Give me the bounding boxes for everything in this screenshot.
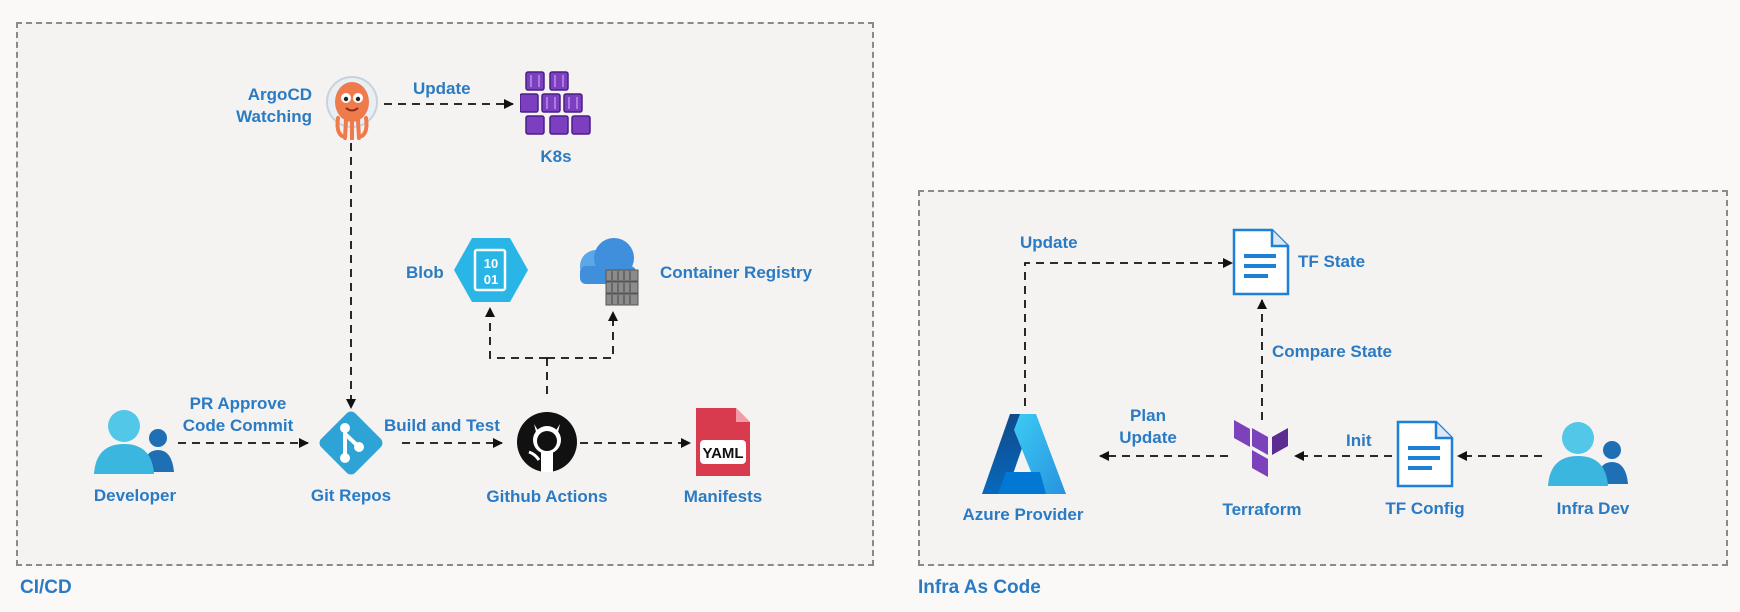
edge-actions-registry — [547, 311, 618, 359]
init-label: Init — [1346, 431, 1372, 450]
tf-config-file-icon — [1396, 420, 1454, 488]
github-icon — [517, 412, 577, 472]
azure-provider-label: Azure Provider — [962, 505, 1084, 524]
tf-state-label: TF State — [1298, 252, 1366, 271]
iac-update-label: Update — [1020, 233, 1078, 252]
git-repos-icon — [319, 411, 383, 475]
svg-text:01: 01 — [484, 272, 498, 287]
argocd-icon — [326, 76, 378, 140]
developer-label: Developer — [93, 486, 177, 505]
manifests-label: Manifests — [683, 487, 763, 506]
k8s-icon — [520, 71, 591, 135]
iac-group-title: Infra As Code — [918, 577, 1041, 598]
edge-azure-tfstate — [1024, 258, 1233, 406]
iac-group — [918, 190, 1728, 566]
compare-state-label: Compare State — [1272, 342, 1392, 361]
tf-config-label: TF Config — [1385, 499, 1465, 518]
container-registry-label: Container Registry — [660, 263, 813, 282]
terraform-icon — [1234, 420, 1288, 477]
cicd-group-title: CI/CD — [20, 577, 72, 598]
build-test-label: Build and Test — [384, 416, 500, 435]
terraform-label: Terraform — [1222, 500, 1302, 519]
svg-text:10: 10 — [484, 256, 498, 271]
argocd-label: ArgoCD Watching — [236, 85, 312, 126]
plan-update-label: Plan Update — [1119, 406, 1177, 447]
argocd-update-label: Update — [413, 79, 471, 98]
infra-dev-label: Infra Dev — [1556, 499, 1630, 518]
github-actions-label: Github Actions — [486, 487, 608, 506]
edge-actions-blob — [485, 307, 547, 359]
blob-label: Blob — [406, 263, 444, 282]
blob-icon: 10 01 — [454, 238, 528, 302]
k8s-label: K8s — [540, 147, 572, 166]
yaml-text: YAML — [702, 445, 743, 462]
infra-dev-icon — [1548, 422, 1628, 486]
azure-icon — [982, 414, 1066, 494]
developer-icon — [94, 410, 174, 474]
tf-state-file-icon — [1232, 228, 1290, 296]
container-registry-icon — [580, 238, 639, 306]
yaml-file-icon: YAML — [696, 408, 750, 476]
git-repos-label: Git Repos — [310, 486, 392, 505]
pr-approve-label: PR Approve Code Commit — [182, 394, 294, 435]
